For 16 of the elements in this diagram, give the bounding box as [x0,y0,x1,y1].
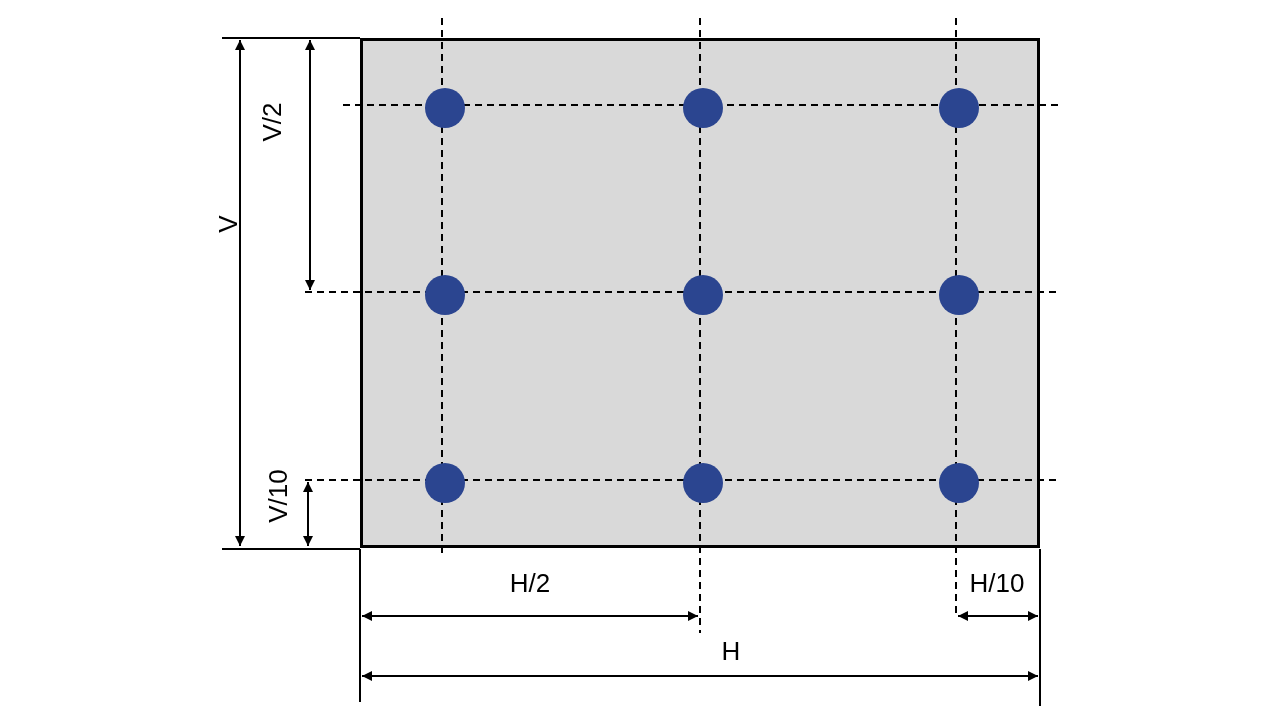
dot [939,88,979,128]
dot [939,275,979,315]
dot [683,275,723,315]
dot [683,463,723,503]
dimension-label: H [721,636,741,666]
dot [425,463,465,503]
dot [683,88,723,128]
dimension-label: V [213,215,243,233]
dot [425,88,465,128]
dimension-label: H/10 [969,568,1025,598]
dimension-label: V/10 [263,469,293,523]
dot [939,463,979,503]
dimension-label: V/2 [257,102,287,142]
dimension-label: H/2 [509,568,551,598]
plate [360,38,1040,548]
dot [425,275,465,315]
